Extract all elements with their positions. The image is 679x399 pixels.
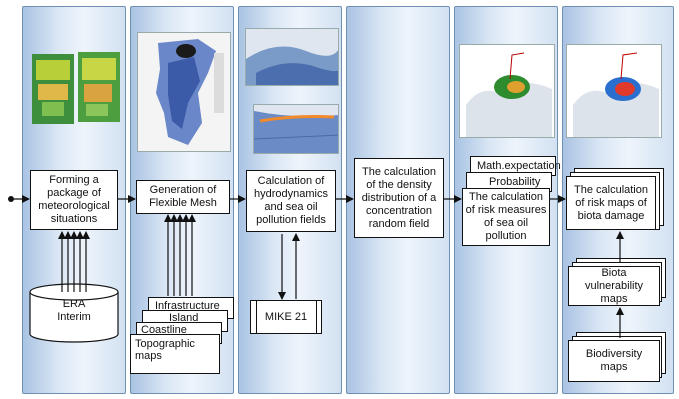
island-label: Island: [169, 312, 199, 324]
mesh-map-thumbnail: [137, 32, 231, 152]
generation-mesh-box: Generation of Flexible Mesh: [136, 180, 230, 214]
mike21-right-rule: [316, 300, 317, 334]
biota-map-thumbnail: [566, 44, 662, 138]
mike21-left-rule: [256, 300, 257, 334]
biota-vulnerability-box: Biota vulnerability maps: [568, 266, 660, 306]
hydrodynamics-calculation-box: Calculation of hydrodynamics and sea oil…: [246, 170, 336, 232]
meteo-map-thumbnail: [32, 50, 122, 130]
oil-pollution-map-thumbnail: [253, 104, 339, 154]
topographic-maps-doc: Topographic maps: [130, 334, 220, 374]
risk-measures-box: The calculation of risk measures of sea …: [462, 188, 550, 246]
math-expectation-label: Math.expectation: [477, 160, 561, 172]
mike21-box: MIKE 21: [250, 300, 322, 334]
probability-doc: Probability: [466, 172, 552, 192]
hydrodynamics-map-thumbnail: [245, 28, 339, 86]
coastline-label: Coastline: [141, 324, 187, 336]
era-interim-label: ERA Interim: [57, 298, 91, 323]
era-interim-database: [29, 283, 119, 343]
density-map-thumbnail: [459, 44, 555, 138]
density-distribution-box: The calculation of the density distribut…: [354, 158, 444, 238]
biota-damage-box: The calculation of risk maps of biota da…: [566, 176, 656, 230]
topographic-maps-label: Topographic maps: [135, 338, 195, 362]
forming-meteo-package-box: Forming a package of meteorological situ…: [30, 170, 118, 230]
mike21-label: MIKE 21: [264, 310, 308, 323]
infrastructure-label: Infrastructure: [155, 300, 220, 312]
biodiversity-box: Biodiversity maps: [568, 340, 660, 382]
probability-label: Probability: [489, 176, 541, 188]
